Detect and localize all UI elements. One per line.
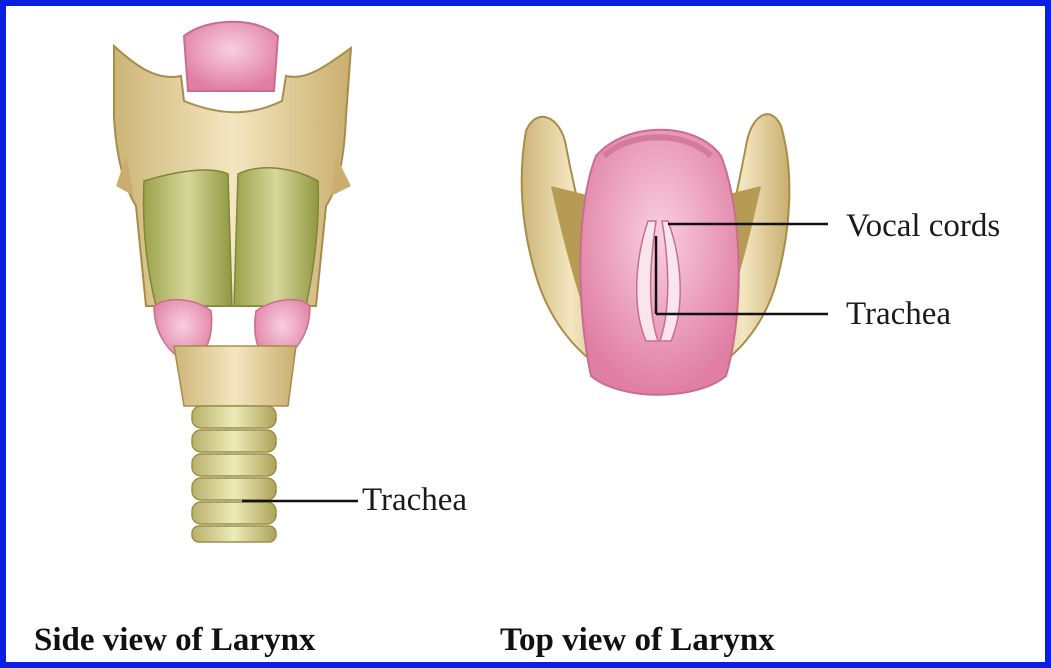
caption-top-view: Top view of Larynx: [500, 624, 775, 657]
side-view-larynx: [114, 22, 358, 542]
larynx-illustration: [6, 6, 1051, 668]
label-vocal-cords: Vocal cords: [846, 210, 1000, 243]
caption-side-view: Side view of Larynx: [34, 624, 315, 657]
label-side-trachea: Trachea: [362, 484, 467, 517]
top-view-larynx: [522, 114, 828, 395]
label-top-trachea: Trachea: [846, 298, 951, 331]
